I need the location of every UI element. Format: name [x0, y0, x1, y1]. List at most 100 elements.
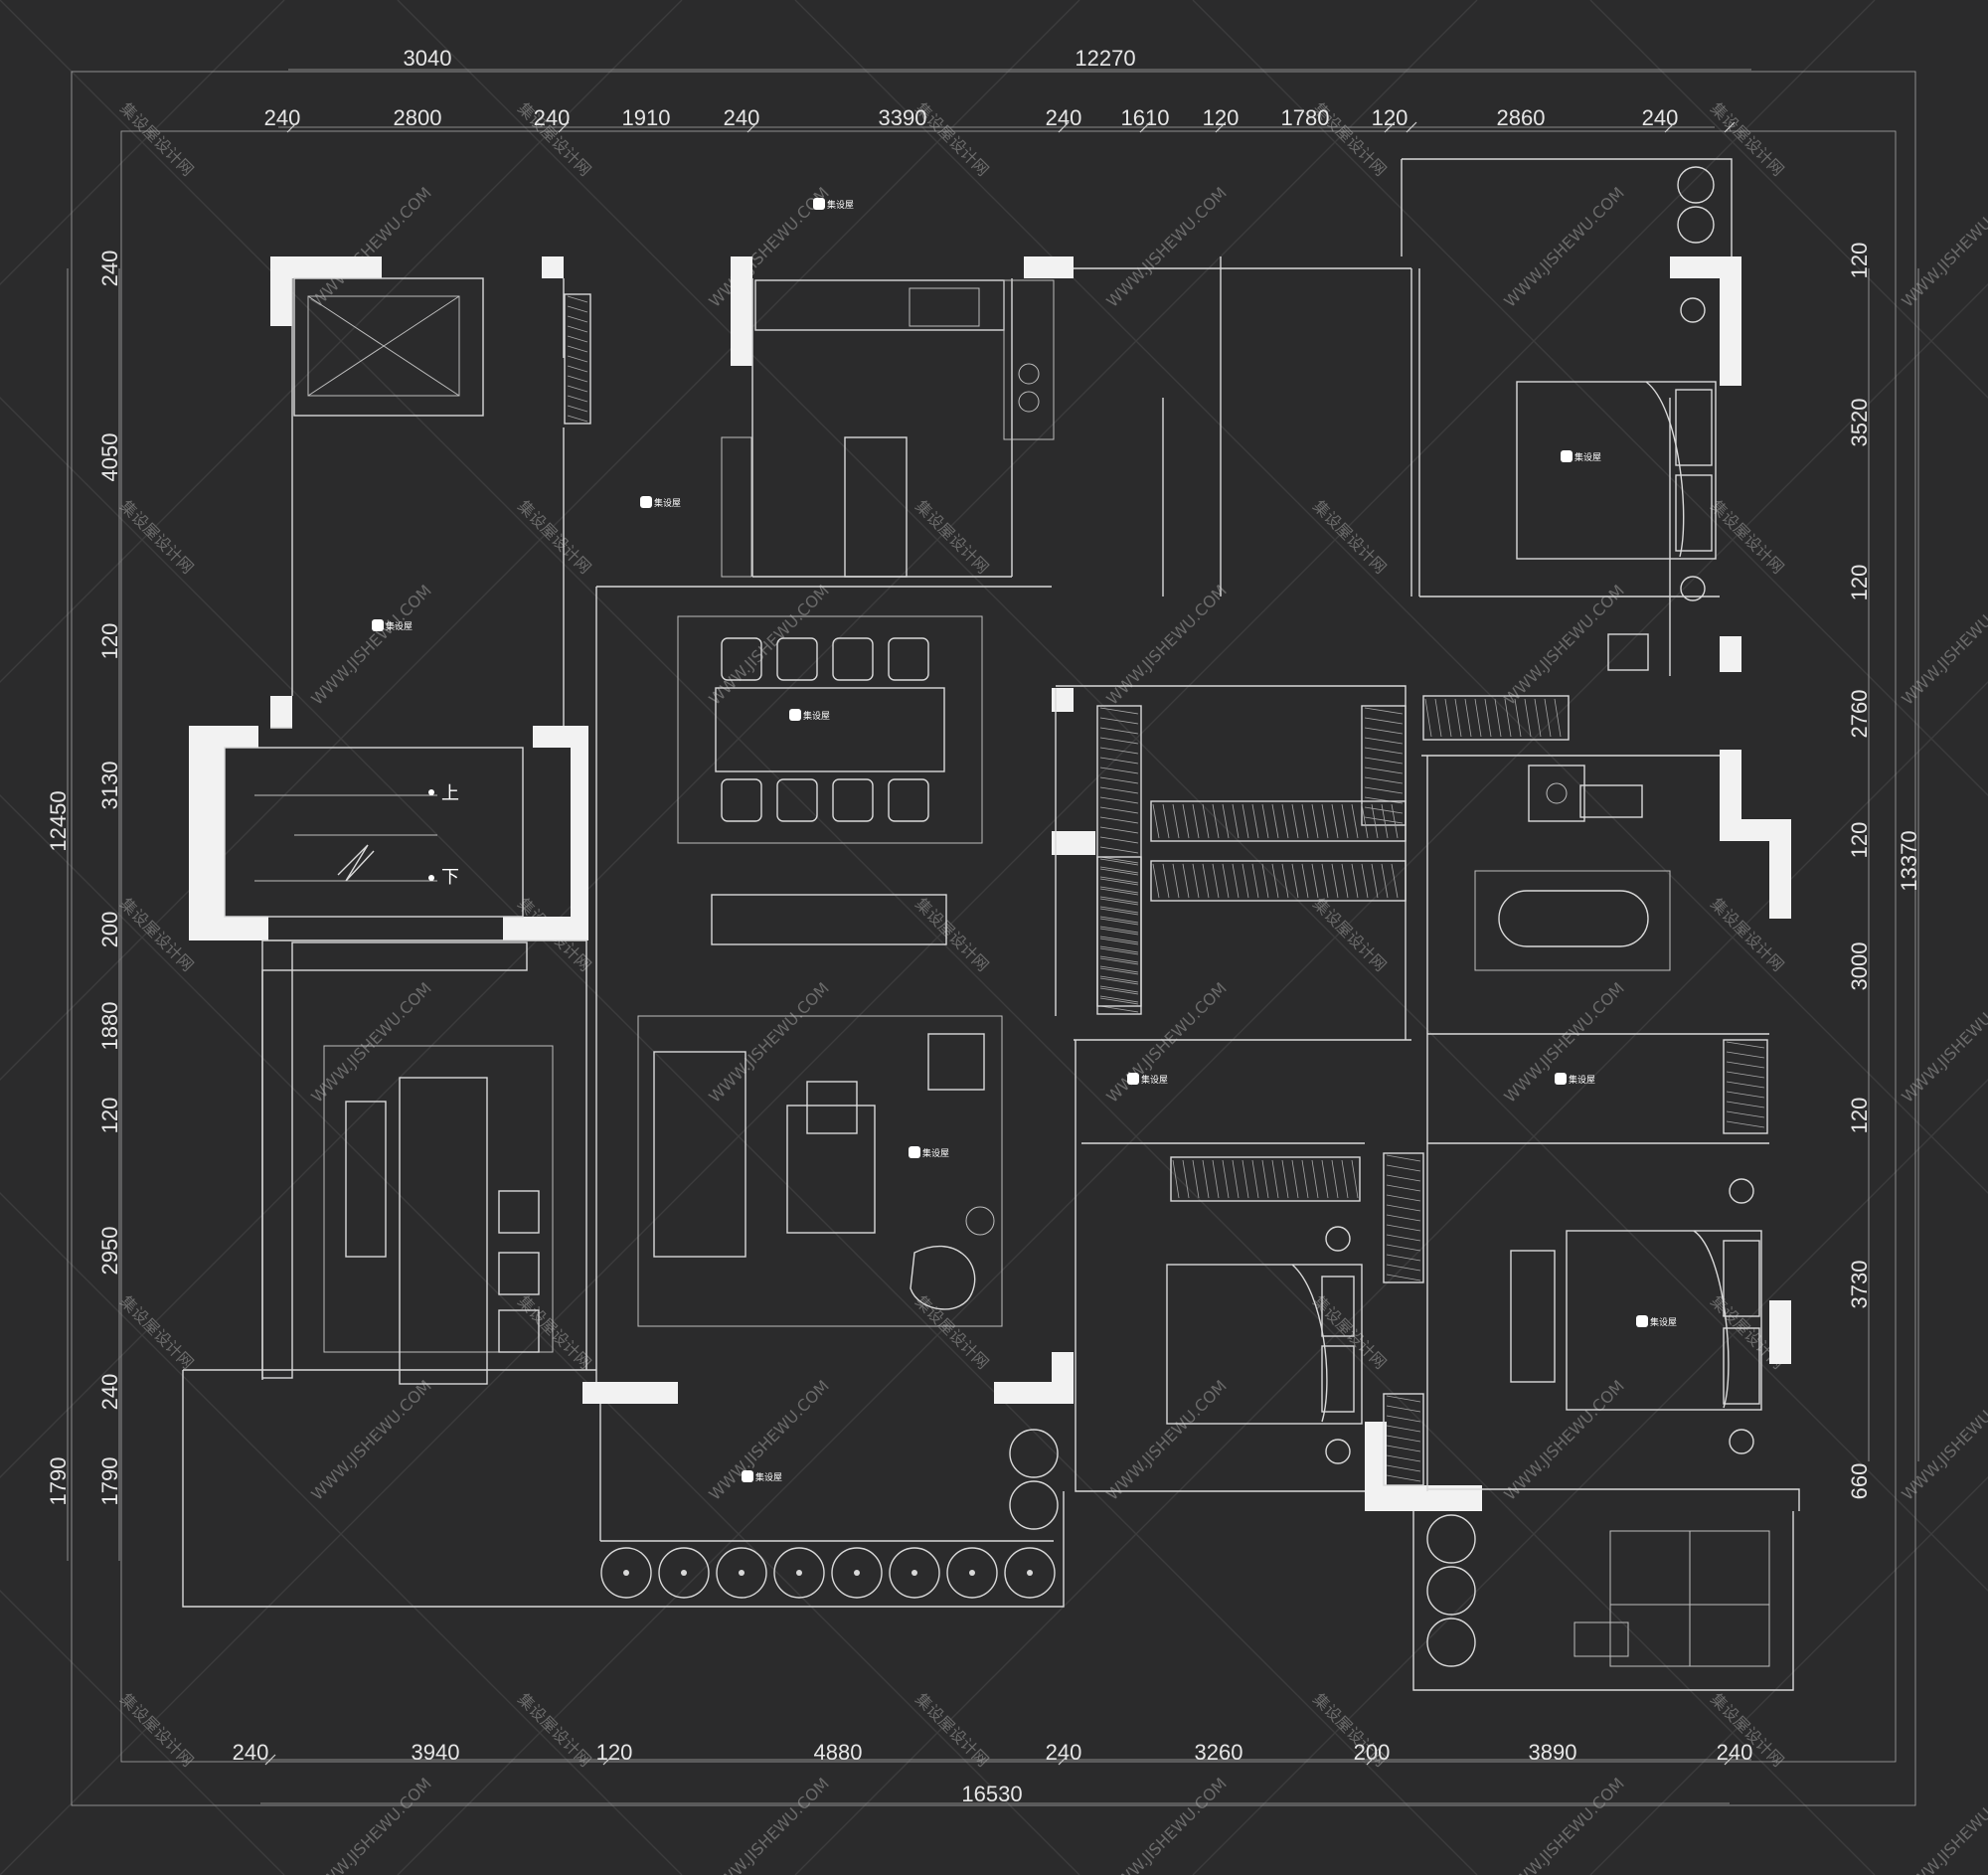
wardrobe-hatch [1099, 906, 1139, 914]
planter [1426, 1618, 1476, 1667]
wardrobe-hatch [1099, 826, 1139, 834]
wardrobe-hatch [1544, 698, 1552, 738]
wardrobe-hatch [1232, 1159, 1240, 1199]
dim-bottom-8: 3890 [1529, 1740, 1577, 1765]
wardrobe-hatch [1251, 863, 1259, 899]
room-logo-text: 集设屋 [654, 497, 681, 509]
wardrobe-hatch [1099, 786, 1139, 794]
wardrobe-hatch [1099, 866, 1139, 874]
wardrobe-hatch [1726, 1061, 1765, 1069]
planter-center [969, 1570, 975, 1576]
dim-bottom-2: 3940 [412, 1740, 460, 1765]
wardrobe-hatch [567, 295, 588, 303]
wardrobe-hatch [1361, 803, 1369, 839]
watermark-en: WWW.JISHEWU.COM [1898, 581, 1988, 708]
dim-tick [1406, 121, 1417, 133]
wardrobe-hatch [567, 365, 588, 373]
wardrobe-hatch [1182, 1159, 1190, 1199]
dim-left-3: 120 [97, 623, 122, 660]
wardrobe-hatch [567, 355, 588, 363]
wardrobe-hatch [1386, 1415, 1421, 1423]
dining-chair [721, 637, 762, 681]
dim-right-7: 120 [1847, 1098, 1872, 1134]
wardrobe [564, 293, 591, 425]
wardrobe-hatch [1222, 1159, 1230, 1199]
living-area [637, 894, 1003, 1327]
wardrobe-hatch [1386, 1445, 1421, 1452]
wardrobe-hatch [1291, 863, 1299, 899]
wardrobe-hatch [1099, 898, 1139, 906]
wardrobe-hatch [1099, 836, 1139, 844]
dim-bottom-4: 4880 [814, 1740, 863, 1765]
wardrobe [1170, 1156, 1361, 1202]
wardrobe-hatch [1364, 737, 1404, 745]
outer-frame [71, 71, 1916, 1806]
dim-top-outer-2: 12270 [1075, 46, 1135, 71]
dimension-top: 3040 12270 240 2800 240 1910 240 3390 24… [264, 46, 1751, 130]
wardrobe-hatch [1726, 1110, 1765, 1118]
watermark-cn: 集设屋设计网 [116, 1689, 197, 1770]
wardrobe-hatch [1172, 1159, 1180, 1199]
wardrobe-hatch [1212, 863, 1220, 899]
planter [600, 1547, 652, 1599]
wardrobe-hatch [1311, 863, 1319, 899]
dim-right-outer: 13370 [1897, 830, 1921, 891]
dim-bottom-5: 240 [1046, 1740, 1082, 1765]
planter-center [796, 1570, 802, 1576]
watermark-en: WWW.JISHEWU.COM [307, 978, 434, 1106]
wardrobe [1150, 860, 1407, 902]
dim-right-5: 120 [1847, 822, 1872, 859]
wardrobe-hatch [567, 335, 588, 343]
wardrobe-hatch [1202, 803, 1210, 839]
watermark-en: WWW.JISHEWU.COM [705, 581, 832, 708]
wardrobe-hatch [1386, 1254, 1421, 1262]
dim-tick [602, 1754, 614, 1766]
watermark-en: WWW.JISHEWU.COM [1898, 1376, 1988, 1503]
wardrobe-hatch [1099, 908, 1139, 916]
inner-frame [120, 130, 1897, 1763]
wardrobe-hatch [1099, 868, 1139, 876]
dim-top-1: 240 [264, 105, 301, 130]
dim-top-outer-1: 3040 [404, 46, 452, 71]
wardrobe-hatch [1099, 955, 1139, 963]
wardrobe-hatch [1364, 767, 1404, 774]
walls [189, 256, 1791, 1511]
wardrobe [1096, 856, 1142, 1007]
dim-tick [1724, 1754, 1736, 1766]
dim-left-outer-2: 1790 [46, 1457, 71, 1506]
wardrobe-hatch [1261, 803, 1269, 839]
dim-tick [1139, 121, 1151, 133]
dim-tick [1664, 121, 1676, 133]
planter-center [854, 1570, 860, 1576]
wardrobe-hatch [1391, 803, 1399, 839]
dim-left-2: 4050 [97, 433, 122, 482]
watermark-en: WWW.JISHEWU.COM [1500, 1774, 1627, 1875]
wardrobe-hatch [1341, 803, 1349, 839]
wardrobe-hatch [1291, 1159, 1299, 1199]
dim-bottom-3: 120 [596, 1740, 633, 1765]
wardrobe-hatch [1099, 918, 1139, 926]
dim-left-1: 240 [97, 251, 122, 287]
wardrobe-hatch [1099, 858, 1139, 866]
planter [1677, 166, 1715, 204]
planter-center [681, 1570, 687, 1576]
wardrobe-hatch [1444, 698, 1452, 738]
wardrobe [1723, 1039, 1768, 1134]
watermark-cn: 集设屋设计网 [514, 1689, 594, 1770]
dining-chair [721, 778, 762, 822]
dim-bottom-6: 3260 [1195, 1740, 1243, 1765]
dining-chair [832, 637, 874, 681]
wardrobe-hatch [1301, 803, 1309, 839]
wardrobe-hatch [1484, 698, 1492, 738]
wardrobe-hatch [1351, 803, 1359, 839]
wardrobe-hatch [1331, 863, 1339, 899]
planter [773, 1547, 825, 1599]
watermark-en: WWW.JISHEWU.COM [307, 1376, 434, 1503]
room-logo-text: 集设屋 [1650, 1316, 1677, 1328]
watermark-en: WWW.JISHEWU.COM [1500, 1376, 1627, 1503]
stair-up-label: 上 [441, 783, 459, 804]
wardrobe-hatch [1242, 1159, 1249, 1199]
watermark-en: WWW.JISHEWU.COM [1500, 978, 1627, 1106]
wardrobe-hatch [1192, 803, 1200, 839]
